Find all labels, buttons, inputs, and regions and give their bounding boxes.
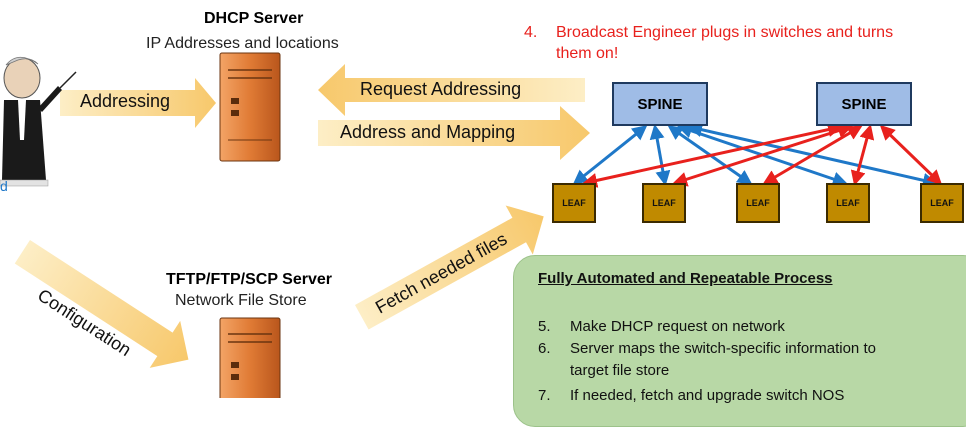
process-box: Fully Automated and Repeatable Process 5… bbox=[513, 255, 966, 427]
addressing-arrow bbox=[60, 78, 216, 128]
leaf-node-2: LEAF bbox=[642, 183, 686, 223]
request-addressing-arrow-label: Request Addressing bbox=[360, 79, 522, 99]
spine-node-1: SPINE bbox=[612, 82, 708, 126]
leaf-node-4: LEAF bbox=[826, 183, 870, 223]
process-step-7-number: 7. bbox=[538, 387, 551, 404]
diagram-canvas bbox=[0, 52, 943, 398]
request-addressing-arrow bbox=[318, 64, 585, 116]
process-step-5-text: Make DHCP request on network bbox=[570, 318, 785, 335]
partial-left-label: d bbox=[0, 178, 8, 194]
process-box-title: Fully Automated and Repeatable Process bbox=[538, 270, 833, 287]
tftp-server-icon bbox=[219, 317, 281, 398]
red-links bbox=[582, 122, 943, 188]
step-4-number: 4. bbox=[524, 24, 538, 41]
addressing-arrow-label: Addressing bbox=[80, 91, 171, 111]
tftp-server-title: TFTP/FTP/SCP Server bbox=[166, 271, 332, 288]
process-step-6-continued: target file store bbox=[570, 362, 670, 379]
spine-node-2: SPINE bbox=[816, 82, 912, 126]
leaf-node-5: LEAF bbox=[920, 183, 964, 223]
process-step-7-text: If needed, fetch and upgrade switch NOS bbox=[570, 387, 845, 404]
configuration-arrow bbox=[14, 240, 189, 368]
tftp-server-subtitle: Network File Store bbox=[175, 292, 307, 309]
process-step-5-number: 5. bbox=[538, 318, 551, 335]
dhcp-server-icon bbox=[219, 52, 281, 162]
process-step-6-number: 6. bbox=[538, 340, 551, 357]
leaf-node-3: LEAF bbox=[736, 183, 780, 223]
process-step-6-text: Server maps the switch-specific informat… bbox=[570, 340, 876, 357]
leaf-node-1: LEAF bbox=[552, 183, 596, 223]
address-and-mapping-arrow bbox=[318, 106, 590, 160]
address-and-mapping-arrow-label: Address and Mapping bbox=[340, 122, 516, 142]
fetch-needed-files-arrow bbox=[355, 205, 544, 330]
dhcp-server-title: DHCP Server bbox=[204, 10, 304, 27]
conductor-figure-icon bbox=[0, 56, 77, 187]
step-4-line1: Broadcast Engineer plugs in switches and… bbox=[556, 24, 894, 41]
dhcp-server-subtitle: IP Addresses and locations bbox=[146, 35, 339, 52]
step-4-line2: them on! bbox=[556, 45, 619, 62]
